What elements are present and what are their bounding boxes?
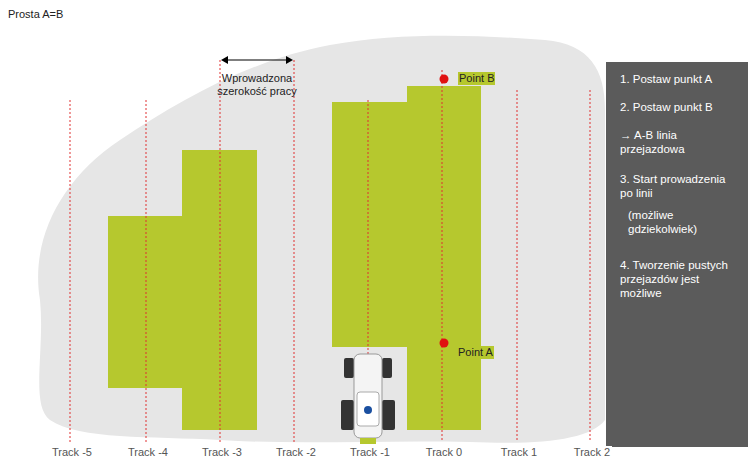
track-label: Track 1 xyxy=(499,446,539,459)
track-label: Track 0 xyxy=(424,446,464,459)
instruction-text: 2. Postaw punkt B xyxy=(620,100,740,114)
track-label: Track -3 xyxy=(200,446,244,459)
instruction-text: → A-B linia przejazdowa xyxy=(620,128,740,156)
point-label: Point B xyxy=(458,72,495,85)
instruction-panel: 1. Postaw punkt A 2. Postaw punkt B → A-B … xyxy=(606,62,748,447)
track-label: Track -4 xyxy=(126,446,170,459)
track-label: Track -5 xyxy=(50,446,94,459)
track-label: Track -2 xyxy=(274,446,318,459)
point-marker xyxy=(440,339,449,348)
instruction-text: 1. Postaw punkt A xyxy=(620,72,740,86)
instruction-text: (możliwe gdziekolwiek) xyxy=(620,208,740,236)
field-area xyxy=(38,36,605,443)
point-label: Point A xyxy=(457,346,494,359)
diagram-title: Prosta A=B xyxy=(8,8,63,21)
width-label: Wprowadzona szerokość pracy xyxy=(207,72,307,98)
width-arrow xyxy=(221,56,293,64)
tractor-icon xyxy=(341,354,395,444)
track-label: Track 2 xyxy=(572,446,612,459)
track-lines xyxy=(70,60,590,442)
instruction-text: 4. Tworzenie pustych przejazdów jest moż… xyxy=(620,258,740,300)
instruction-text: 3. Start prowadzenia po linii xyxy=(620,172,740,200)
point-marker xyxy=(440,75,449,84)
track-label: Track -1 xyxy=(348,446,392,459)
